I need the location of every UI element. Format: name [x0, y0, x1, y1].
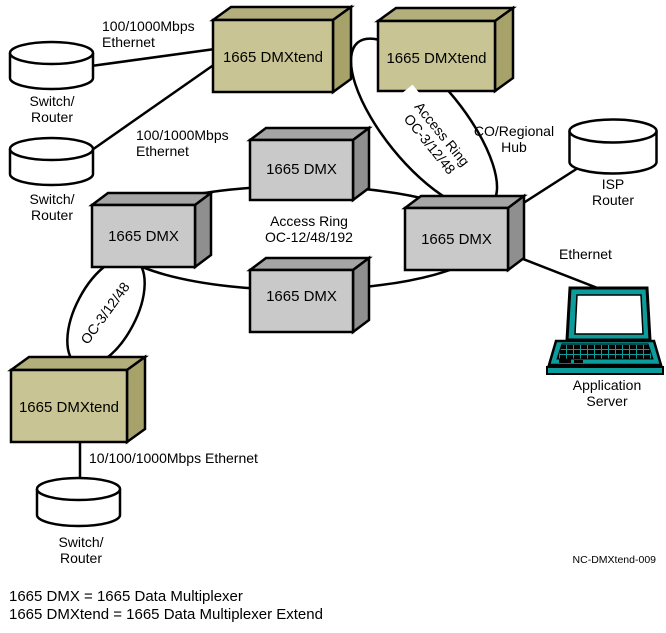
node-label-isp-router: ISP Router [591, 176, 635, 208]
box-front-face [403, 206, 510, 272]
box-top-face [88, 191, 215, 207]
node-box-dmx-left [88, 190, 215, 270]
ethernet-top-link [90, 47, 216, 68]
node-label-co-regional-hub: CO/Regional Hub [473, 123, 555, 155]
node-label-dmx-right: 1665 DMX [421, 231, 492, 248]
edge-label-access-ring-metro: Access Ring OC-12/48/192 [265, 213, 353, 245]
node-label-dmx-top: 1665 DMX [266, 161, 337, 178]
node-label-dmx-left: 1665 DMX [108, 228, 179, 245]
box-side-face [193, 190, 213, 270]
cylinder-top [568, 118, 658, 144]
box-top-face [7, 355, 149, 372]
node-label-application-server: Application Server [572, 377, 642, 409]
box-front-face [248, 138, 355, 202]
cylinder-top [35, 476, 122, 502]
box-side-face [493, 5, 515, 94]
node-label-switch-router-bottom: Switch/ Router [58, 534, 104, 566]
box-top-face [374, 6, 517, 23]
node-cylinder-switch-router-mid [8, 136, 95, 187]
node-box-dmx-bottom [246, 255, 373, 335]
box-side-face [331, 4, 353, 95]
figure-id: NC-DMXtend-009 [572, 554, 656, 566]
box-front-face [90, 203, 197, 269]
laptop-screen [574, 294, 644, 335]
box-side-face [351, 125, 371, 203]
box-front-face [211, 18, 335, 94]
box-side-face [506, 193, 526, 273]
box-top-face [246, 126, 373, 142]
node-box-dmx-top [246, 125, 373, 203]
box-front-face [248, 268, 355, 334]
node-cylinder-switch-router-top [8, 40, 95, 91]
laptop-keyboard [556, 343, 654, 360]
application-server-laptop-icon [546, 286, 664, 375]
node-box-dmxtend-top [209, 4, 355, 95]
node-box-dmx-right [401, 193, 528, 273]
box-top-face [401, 194, 528, 210]
node-label-dmxtend-bottom: 1665 DMXtend [18, 399, 120, 416]
laptop-trackpad [559, 359, 571, 363]
ethernet-mid-link [91, 62, 216, 152]
edge-label-ethernet-bottom: 10/100/1000Mbps Ethernet [89, 450, 258, 466]
edge-label-ethernet-mid: 100/1000Mbps Ethernet [136, 127, 229, 159]
legend-text: 1665 DMX = 1665 Data Multiplexer 1665 DM… [9, 588, 323, 623]
cylinder-top [8, 136, 95, 162]
node-label-dmxtend-top: 1665 DMXtend [222, 49, 324, 66]
edge-label-ethernet-right: Ethernet [559, 246, 612, 262]
cylinder-top [8, 40, 95, 66]
node-box-dmxtend-bottom [7, 354, 149, 445]
box-side-face [125, 354, 147, 445]
node-label-dmx-bottom: 1665 DMX [266, 288, 337, 305]
node-label-switch-router-mid: Switch/ Router [29, 191, 75, 223]
laptop-base [546, 366, 664, 375]
node-label-switch-router-top: Switch/ Router [29, 93, 75, 125]
box-top-face [209, 5, 355, 22]
laptop-button [574, 360, 583, 363]
box-front-face [9, 368, 129, 444]
box-side-face [351, 255, 371, 335]
box-front-face [376, 19, 497, 93]
node-box-dmxtend-right [374, 5, 517, 94]
box-top-face [246, 256, 373, 272]
edge-label-ethernet-top: 100/1000Mbps Ethernet [102, 18, 195, 50]
node-cylinder-switch-router-bottom [35, 476, 122, 528]
node-label-dmxtend-right: 1665 DMXtend [386, 50, 487, 67]
node-cylinder-isp-router [568, 118, 658, 175]
